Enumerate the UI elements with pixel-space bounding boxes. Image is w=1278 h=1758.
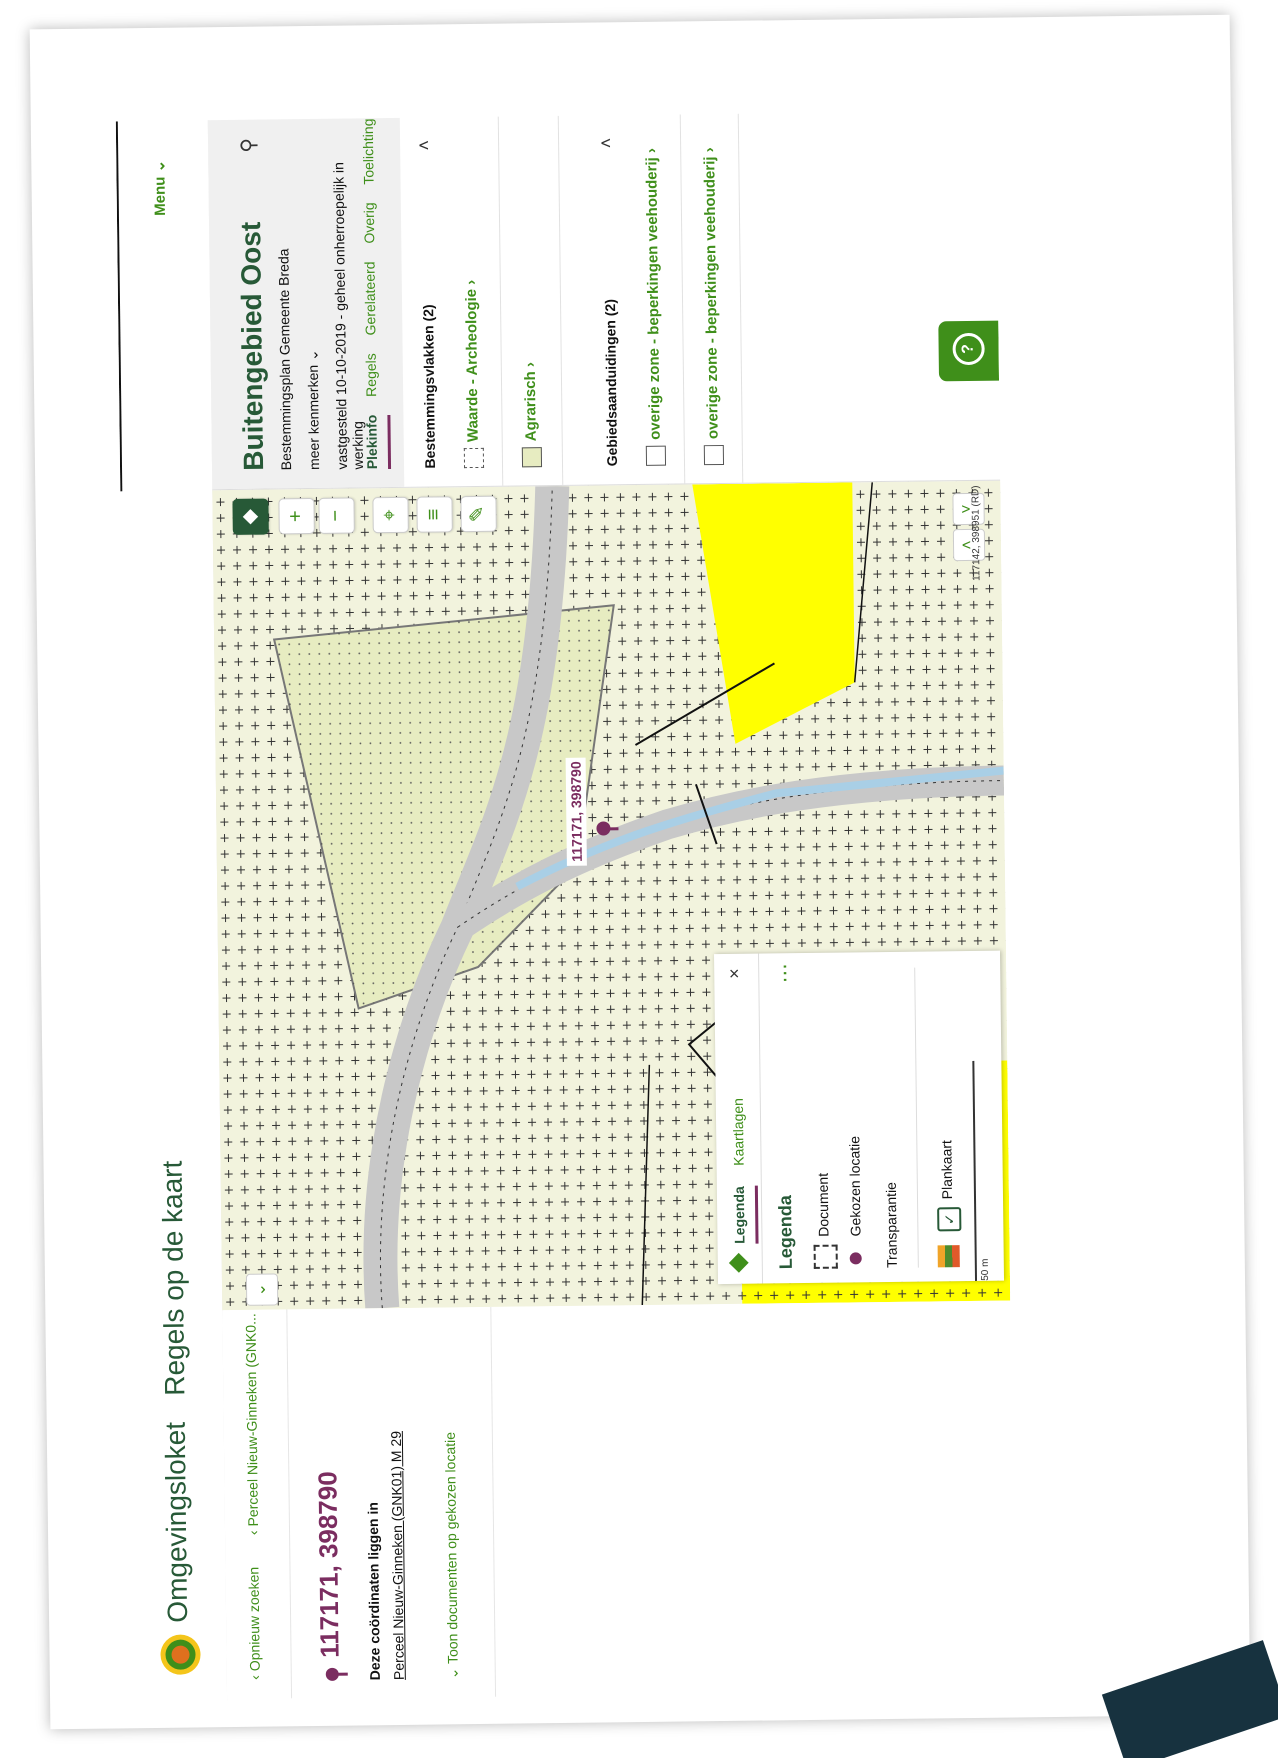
chevron-down-icon: ⌄ bbox=[304, 349, 321, 362]
zoom-in-icon[interactable]: + bbox=[278, 497, 315, 535]
divider bbox=[737, 112, 744, 483]
location-description: Deze coördinaten liggen in bbox=[364, 1502, 383, 1681]
transparency-control[interactable]: Transparantie bbox=[882, 1182, 900, 1269]
water bbox=[515, 766, 1005, 891]
show-documents-button[interactable]: ⌄ Toon documenten op gekozen locatie bbox=[442, 1432, 462, 1680]
plan-info-panel: Buitengebied Oost ⚲ Bestemmingsplan Geme… bbox=[207, 110, 1001, 491]
close-icon[interactable]: × bbox=[724, 968, 745, 979]
divider bbox=[497, 115, 504, 486]
show-documents-label: Toon documenten op gekozen locatie bbox=[441, 1431, 461, 1665]
chevron-up-icon[interactable]: ˄ bbox=[414, 139, 435, 151]
scale-label: 50 m bbox=[979, 1258, 992, 1281]
chevron-down-icon[interactable]: ⌄ bbox=[245, 1273, 279, 1306]
chevron-up-icon[interactable]: ˄ bbox=[596, 137, 617, 149]
legend-tabs: Legenda Kaartlagen × bbox=[714, 953, 764, 1285]
breadcrumb-back-label: Opnieuw zoeken bbox=[245, 1566, 263, 1672]
legend-panel: Legenda Kaartlagen × Legenda ⋯ Document … bbox=[714, 950, 1005, 1285]
app-title: Regels op de kaart bbox=[156, 1160, 191, 1396]
legend-item-document: Document bbox=[814, 1172, 832, 1237]
zoom-out-icon[interactable]: − bbox=[318, 497, 355, 534]
swatch-archeologie bbox=[463, 447, 485, 469]
pin-icon[interactable] bbox=[596, 821, 611, 836]
item-waarde-archeologie[interactable]: Waarde - Archeologie › bbox=[462, 280, 485, 469]
divider bbox=[286, 1308, 293, 1699]
help-button[interactable]: ? bbox=[938, 320, 1000, 382]
item-label: overige zone - beperkingen veehouderij bbox=[643, 157, 664, 440]
legend-item-plankaart: Plankaart bbox=[938, 1140, 956, 1200]
item-label: overige zone - beperkingen veehouderij bbox=[701, 156, 722, 440]
parcel-link[interactable]: Perceel Nieuw-Ginneken (GNK01) M 29 bbox=[387, 1430, 407, 1681]
menu-label: Menu bbox=[151, 176, 169, 216]
item-label: Waarde - Archeologie bbox=[462, 288, 482, 443]
map-coords-readout: 117142, 398951 (RD) bbox=[970, 485, 983, 581]
plan-type: Bestemmingsplan Gemeente Breda bbox=[275, 248, 295, 471]
help-icon: ? bbox=[952, 332, 985, 366]
yellow-area bbox=[692, 482, 855, 744]
pin-icon bbox=[849, 1252, 862, 1265]
tab-toelichting[interactable]: Toelichting bbox=[359, 118, 377, 185]
draw-icon[interactable]: ✎ bbox=[460, 495, 497, 533]
divider bbox=[490, 1306, 497, 1697]
divider bbox=[914, 967, 919, 1268]
breadcrumb-parcel[interactable]: ‹ Perceel Nieuw-Ginneken (GNK0... bbox=[242, 1313, 262, 1536]
legend-item-gekozen-locatie: Gekozen locatie bbox=[846, 1135, 864, 1237]
item-zone-veehouderij[interactable]: overige zone - beperkingen veehouderij › bbox=[642, 148, 667, 466]
tab-kaartlagen[interactable]: Kaartlagen bbox=[729, 1098, 747, 1166]
swatch-agrarisch bbox=[521, 447, 543, 468]
layers-icon bbox=[728, 1252, 749, 1273]
pin-icon bbox=[325, 1667, 339, 1681]
bestemmingsvlakken-heading[interactable]: Bestemmingsvlakken (2) bbox=[420, 304, 439, 469]
plan-tabs: Plekinfo Regels Gerelateerd Overig Toeli… bbox=[359, 111, 392, 470]
item-zone-veehouderij[interactable]: overige zone - beperkingen veehouderij › bbox=[700, 147, 725, 466]
breadcrumb: ‹ Opnieuw zoeken ‹ Perceel Nieuw-Ginneke… bbox=[242, 1310, 263, 1680]
breadcrumb-parcel-label: Perceel Nieuw-Ginneken (GNK0... bbox=[242, 1313, 261, 1527]
divider bbox=[679, 113, 686, 484]
map-canvas[interactable]: ⌄ 117171, 398790 ◆ + − ⌖ ≡ ✎ Legenda Kaa… bbox=[212, 480, 1011, 1311]
document-icon bbox=[813, 1244, 838, 1269]
divider bbox=[557, 114, 564, 485]
more-features-toggle[interactable]: meer kenmerken ⌄ bbox=[305, 349, 323, 470]
plankaart-checkbox[interactable]: ✓ bbox=[937, 1207, 962, 1232]
logo-icon[interactable] bbox=[160, 1634, 201, 1675]
legend-heading: Legenda bbox=[774, 1195, 796, 1270]
tab-legenda[interactable]: Legenda bbox=[730, 1186, 759, 1244]
left-panel: ‹ Opnieuw zoeken ‹ Perceel Nieuw-Ginneke… bbox=[222, 1300, 1016, 1701]
tilted-printout: Omgevingsloket Regels op de kaart Menu ⌄… bbox=[29, 14, 1278, 1758]
swatch-zone bbox=[703, 444, 725, 466]
item-agrarisch[interactable]: Agrarisch › bbox=[521, 362, 543, 468]
plan-header: Buitengebied Oost ⚲ Bestemmingsplan Geme… bbox=[207, 116, 405, 490]
coordinates-text: 117171, 398790 bbox=[312, 1471, 345, 1659]
more-icon[interactable]: ⋯ bbox=[774, 963, 797, 984]
chevron-down-icon: ⌄ bbox=[444, 1667, 461, 1680]
tab-overig[interactable]: Overig bbox=[360, 202, 378, 244]
item-label: Agrarisch bbox=[521, 371, 540, 442]
plan-title: Buitengebied Oost bbox=[235, 221, 270, 471]
map-pin-label: 117171, 398790 bbox=[565, 757, 587, 866]
gebiedsaanduidingen-heading[interactable]: Gebiedsaanduidingen (2) bbox=[601, 298, 621, 467]
more-features-label: meer kenmerken bbox=[304, 364, 323, 471]
tab-regels[interactable]: Regels bbox=[362, 353, 380, 397]
brand-name[interactable]: Omgevingsloket bbox=[159, 1421, 194, 1623]
measure-icon[interactable]: ≡ bbox=[416, 496, 453, 533]
chevron-down-icon: ⌄ bbox=[151, 159, 169, 173]
layers-icon[interactable]: ◆ bbox=[232, 498, 269, 535]
corner-decoration bbox=[1101, 1640, 1278, 1758]
locate-icon[interactable]: ⌖ bbox=[372, 496, 409, 534]
plankaart-icon bbox=[937, 1245, 960, 1268]
person-map-icon[interactable]: ⚲ bbox=[238, 137, 261, 153]
menu-button[interactable]: Menu ⌄ bbox=[150, 160, 169, 216]
location-coordinates: 117171, 398790 bbox=[312, 1471, 346, 1681]
tab-gerelateerd[interactable]: Gerelateerd bbox=[361, 261, 379, 336]
tab-plekinfo[interactable]: Plekinfo bbox=[363, 414, 392, 470]
swatch-zone bbox=[645, 445, 667, 466]
breadcrumb-back[interactable]: ‹ Opnieuw zoeken bbox=[245, 1566, 263, 1680]
rotated-app: Omgevingsloket Regels op de kaart Menu ⌄… bbox=[115, 110, 1016, 1702]
